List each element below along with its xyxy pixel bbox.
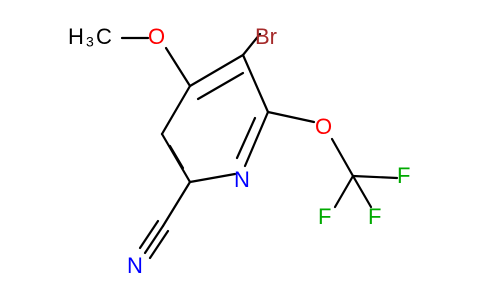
bond-c4-o-methoxy bbox=[164, 46, 192, 88]
atom-h-methyl: H bbox=[68, 24, 84, 49]
bond-cf3-f-top bbox=[351, 174, 399, 180]
aromatic-bond-c6-c5 bbox=[168, 144, 185, 170]
nitrile-triple-bond-1 bbox=[143, 224, 165, 255]
bond-c3-c2 bbox=[241, 53, 270, 114]
bond-n1-c6 bbox=[188, 172, 237, 184]
bond-cf3-f-bottom bbox=[351, 174, 373, 209]
atom-o-methoxy: O bbox=[148, 24, 165, 49]
bond-c2-n1 bbox=[243, 110, 270, 168]
nitrile-triple-bond-2 bbox=[148, 229, 170, 260]
aromatic-bond-c4-c3 bbox=[196, 71, 245, 101]
atom-f-top: F bbox=[397, 163, 410, 188]
bond-c3-br bbox=[241, 32, 262, 57]
atom-n-ring: N bbox=[234, 167, 250, 192]
aromatic-bond-c2-n1 bbox=[235, 116, 257, 160]
bond-c6-c-nitrile bbox=[161, 180, 192, 228]
atom-f-bottom: F bbox=[368, 204, 381, 229]
atom-n-nitrile: N bbox=[127, 253, 143, 278]
bond-c5-c4 bbox=[160, 84, 192, 136]
bond-cf3-f-left bbox=[333, 174, 355, 209]
bond-c4-c3 bbox=[188, 53, 245, 88]
bond-o-ocf3-cf3 bbox=[330, 137, 355, 178]
atom-h-methyl-subscript: 3 bbox=[86, 34, 94, 50]
atom-o-trifluoromethoxy: O bbox=[315, 114, 332, 139]
atom-c-methyl: C bbox=[96, 24, 112, 49]
nitrile-triple-bond-3 bbox=[138, 219, 160, 250]
bond-c2-o-ocf3 bbox=[266, 110, 316, 124]
atom-br: Br bbox=[255, 24, 277, 49]
atom-f-left: F bbox=[318, 204, 331, 229]
